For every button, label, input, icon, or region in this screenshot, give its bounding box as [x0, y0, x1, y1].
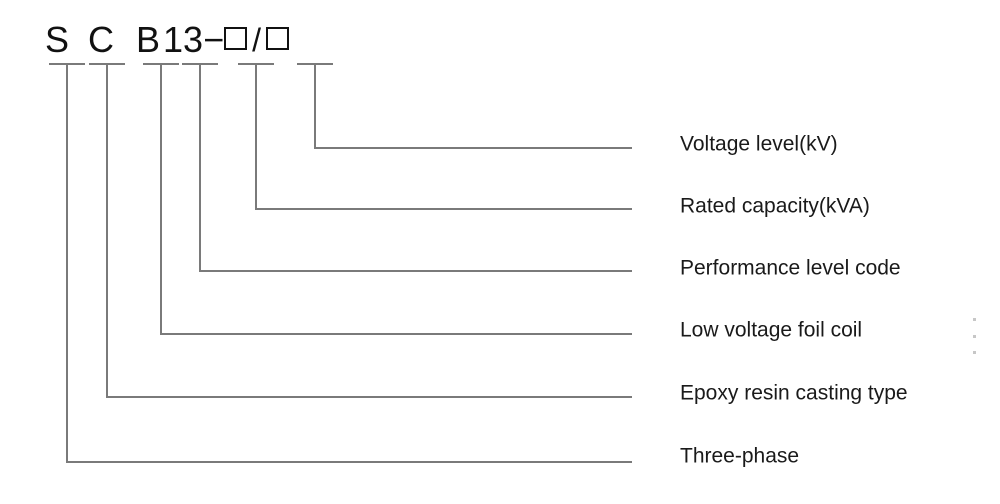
code-slash: /	[252, 21, 261, 58]
callout-label-rated-capacity: Rated capacity(kVA)	[680, 194, 870, 218]
dot	[972, 351, 976, 354]
callout-leader-3	[160, 64, 632, 335]
callout-leader-0	[314, 64, 632, 149]
code-letter-b: B	[136, 19, 161, 60]
callout-label-epoxy-resin-casting: Epoxy resin casting type	[680, 381, 908, 405]
callout-label-voltage-level: Voltage level(kV)	[680, 132, 838, 156]
code-number-13: 13	[163, 19, 204, 60]
callout-leader-2	[199, 64, 632, 272]
dot	[972, 318, 976, 321]
drag-handle-dots-icon[interactable]	[972, 318, 976, 354]
code-box-capacity	[224, 26, 248, 50]
code-box-voltage	[266, 26, 289, 50]
designation-code: S C B 13 − /	[45, 18, 289, 62]
callout-label-performance-level: Performance level code	[680, 256, 901, 280]
callout-label-three-phase: Three-phase	[680, 444, 800, 468]
callout-label-low-voltage-foil-coil: Low voltage foil coil	[680, 318, 863, 342]
dot	[972, 334, 976, 338]
callout-leader-1	[255, 64, 632, 210]
code-letter-s: S	[45, 19, 70, 60]
code-letter-c: C	[88, 19, 115, 60]
callout-leader-5	[66, 64, 632, 463]
code-dash: −	[203, 19, 225, 60]
callout-leader-4	[106, 64, 632, 398]
